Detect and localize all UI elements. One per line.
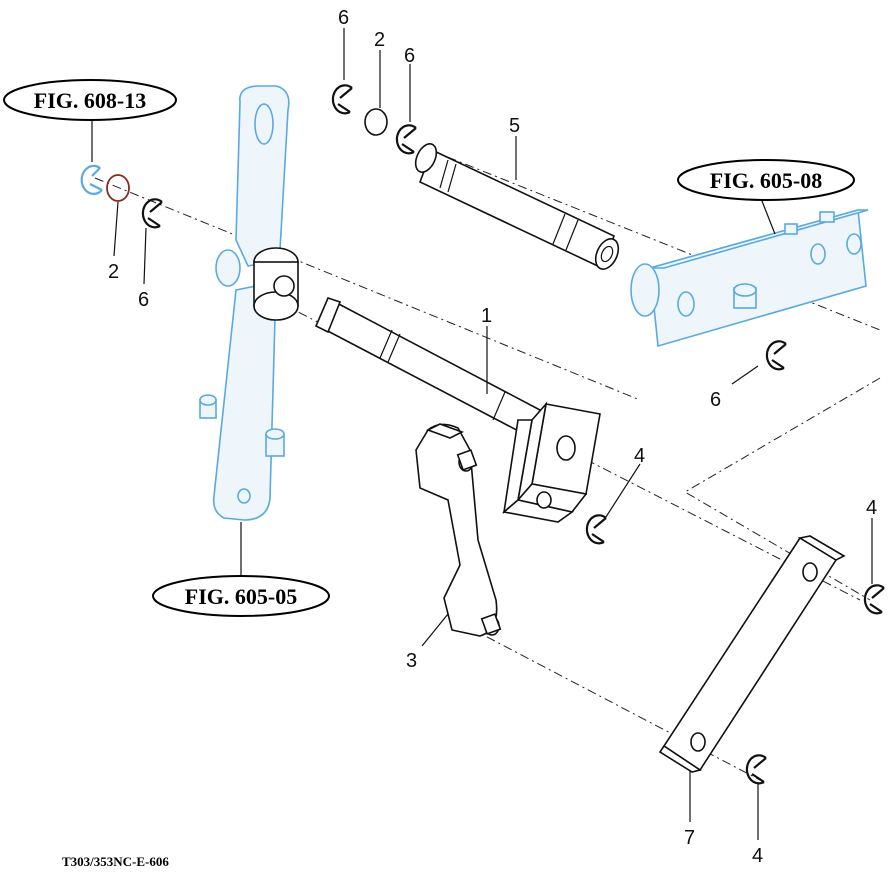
snap-ring-far-right-icon [863, 584, 885, 615]
callout-label: FIG. 605-05 [185, 584, 297, 609]
snap-ring-blue-icon [80, 164, 103, 195]
part-number: 6 [138, 289, 149, 311]
drawing-code: T303/353NC-E-606 [62, 854, 169, 869]
part-numbers: 6 2 6 5 2 6 1 6 4 4 3 7 4 [108, 7, 877, 867]
callout-fig-605-05[interactable]: FIG. 605-05 [152, 575, 330, 617]
reference-plate-605-08[interactable] [630, 208, 869, 348]
part-number: 3 [406, 650, 417, 672]
link-part-3[interactable] [415, 423, 502, 637]
o-ring-left-icon [106, 174, 130, 202]
part-number: 1 [481, 305, 492, 327]
snap-ring-top-a-icon [331, 84, 353, 115]
part-number: 4 [634, 445, 645, 467]
callout-fig-605-08[interactable]: FIG. 605-08 [677, 159, 855, 201]
reference-lever-605-05[interactable] [199, 85, 299, 521]
callout-label: FIG. 608-13 [34, 88, 146, 113]
part-number: 6 [338, 7, 349, 29]
part-number: 5 [509, 115, 520, 137]
snap-ring-top-b-icon [395, 124, 417, 155]
shaft-part-5[interactable] [412, 141, 623, 273]
callout-fig-608-13[interactable]: FIG. 608-13 [3, 79, 177, 121]
part-number: 6 [404, 45, 415, 67]
snap-ring-mid-icon [585, 514, 607, 545]
bar-part-7[interactable] [658, 535, 846, 773]
snap-ring-left-icon [141, 198, 163, 229]
o-rings [106, 108, 388, 202]
part-number: 2 [108, 261, 119, 283]
leader-lines [91, 28, 873, 840]
part-number: 7 [684, 827, 695, 849]
part-number: 2 [374, 29, 385, 51]
part-number: 4 [866, 497, 877, 519]
snap-ring-bottom-icon [745, 754, 767, 785]
part-number: 4 [752, 845, 763, 867]
callout-label: FIG. 605-08 [710, 168, 822, 193]
o-ring-top-icon [364, 108, 388, 136]
snap-ring-right-icon [765, 340, 787, 371]
shaft-part-1[interactable] [314, 297, 601, 523]
part-number: 6 [710, 389, 721, 411]
